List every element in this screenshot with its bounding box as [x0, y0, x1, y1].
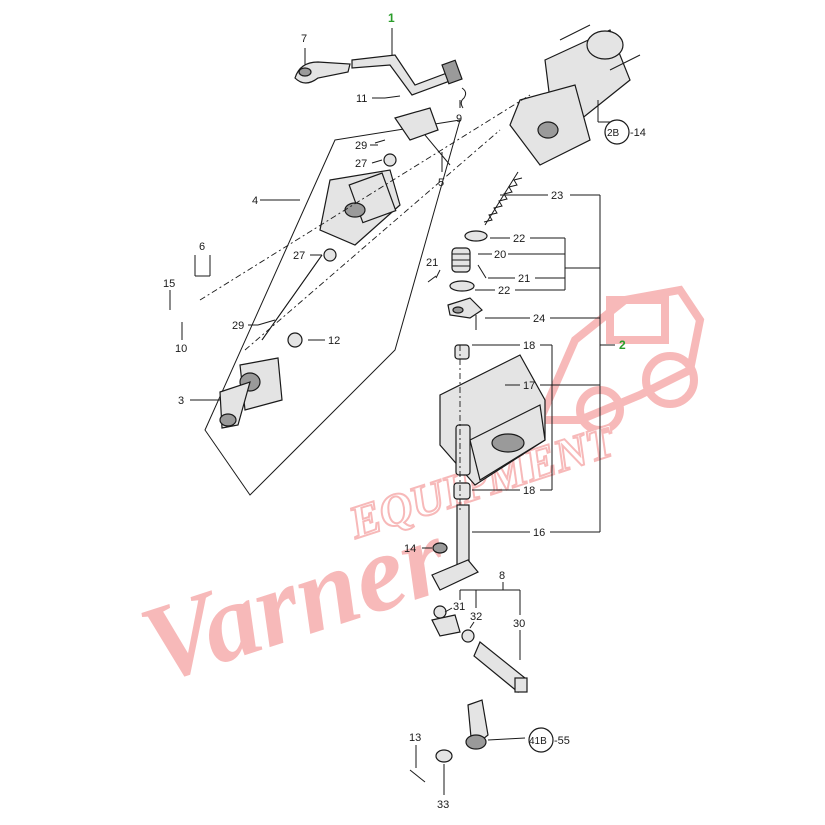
center-lines: [199, 94, 531, 510]
ref-2b-label: 2B: [607, 128, 620, 139]
shaft-16: [431, 504, 479, 591]
arm-assembly: [409, 699, 526, 783]
callout-5[interactable]: 5: [438, 177, 444, 189]
callout-8[interactable]: 8: [499, 570, 505, 582]
callout-23[interactable]: 23: [551, 190, 563, 202]
spring-assembly: [427, 171, 523, 330]
callout-13[interactable]: 13: [409, 732, 421, 744]
callout-31[interactable]: 31: [453, 601, 465, 613]
callout-33[interactable]: 33: [437, 799, 449, 811]
callout-9[interactable]: 9: [456, 113, 462, 125]
callout-2[interactable]: 2: [619, 338, 626, 352]
leader-lines: [169, 28, 615, 795]
callout-20[interactable]: 20: [494, 249, 506, 261]
callout-21-left[interactable]: 21: [426, 257, 438, 269]
lever-assembly: [294, 54, 467, 109]
callout-18-top[interactable]: 18: [523, 340, 535, 352]
callout-22-top[interactable]: 22: [513, 233, 525, 245]
callouts: 1 2 3 4 5 6 7 8 9 10 11 12 13 14 15 16 1…: [163, 11, 626, 811]
watermark-logo: [533, 285, 705, 434]
ref-41b-label: 41B: [529, 736, 547, 747]
callout-27-top[interactable]: 27: [355, 158, 367, 170]
callout-18-bottom[interactable]: 18: [523, 485, 535, 497]
callout-10[interactable]: 10: [175, 343, 187, 355]
callout-14[interactable]: 14: [404, 543, 416, 555]
link-rod-8: [431, 605, 528, 693]
callout-17[interactable]: 17: [523, 380, 535, 392]
callout-7[interactable]: 7: [301, 33, 307, 45]
spool-20: [451, 247, 471, 273]
callout-3[interactable]: 3: [178, 395, 184, 407]
ref-2b-number: -14: [630, 127, 646, 139]
ref-41b-55[interactable]: 41B -55: [528, 727, 570, 753]
callout-24[interactable]: 24: [533, 313, 545, 325]
ref-2b-14[interactable]: 2B -14: [604, 119, 646, 145]
callout-29-top[interactable]: 29: [355, 140, 367, 152]
callout-16[interactable]: 16: [533, 527, 545, 539]
callout-4[interactable]: 4: [252, 195, 258, 207]
callout-15[interactable]: 15: [163, 278, 175, 290]
bracket-24: [447, 297, 483, 330]
callout-29-mid[interactable]: 29: [232, 320, 244, 332]
callout-12[interactable]: 12: [328, 335, 340, 347]
callout-27-mid[interactable]: 27: [293, 250, 305, 262]
spring-23: [483, 171, 523, 226]
column-bracket: [509, 24, 641, 166]
callout-1[interactable]: 1: [388, 11, 395, 25]
ref-41b-number: -55: [554, 735, 570, 747]
callout-21-right[interactable]: 21: [518, 273, 530, 285]
callout-30[interactable]: 30: [513, 618, 525, 630]
callout-11[interactable]: 11: [356, 93, 367, 105]
callout-22-bottom[interactable]: 22: [498, 285, 510, 297]
watermark: Varner EQUIPMENT: [127, 285, 705, 707]
housing-assembly: [204, 107, 461, 496]
callout-32[interactable]: 32: [470, 611, 482, 623]
callout-6[interactable]: 6: [199, 241, 205, 253]
mount-bracket-17: [439, 344, 546, 500]
